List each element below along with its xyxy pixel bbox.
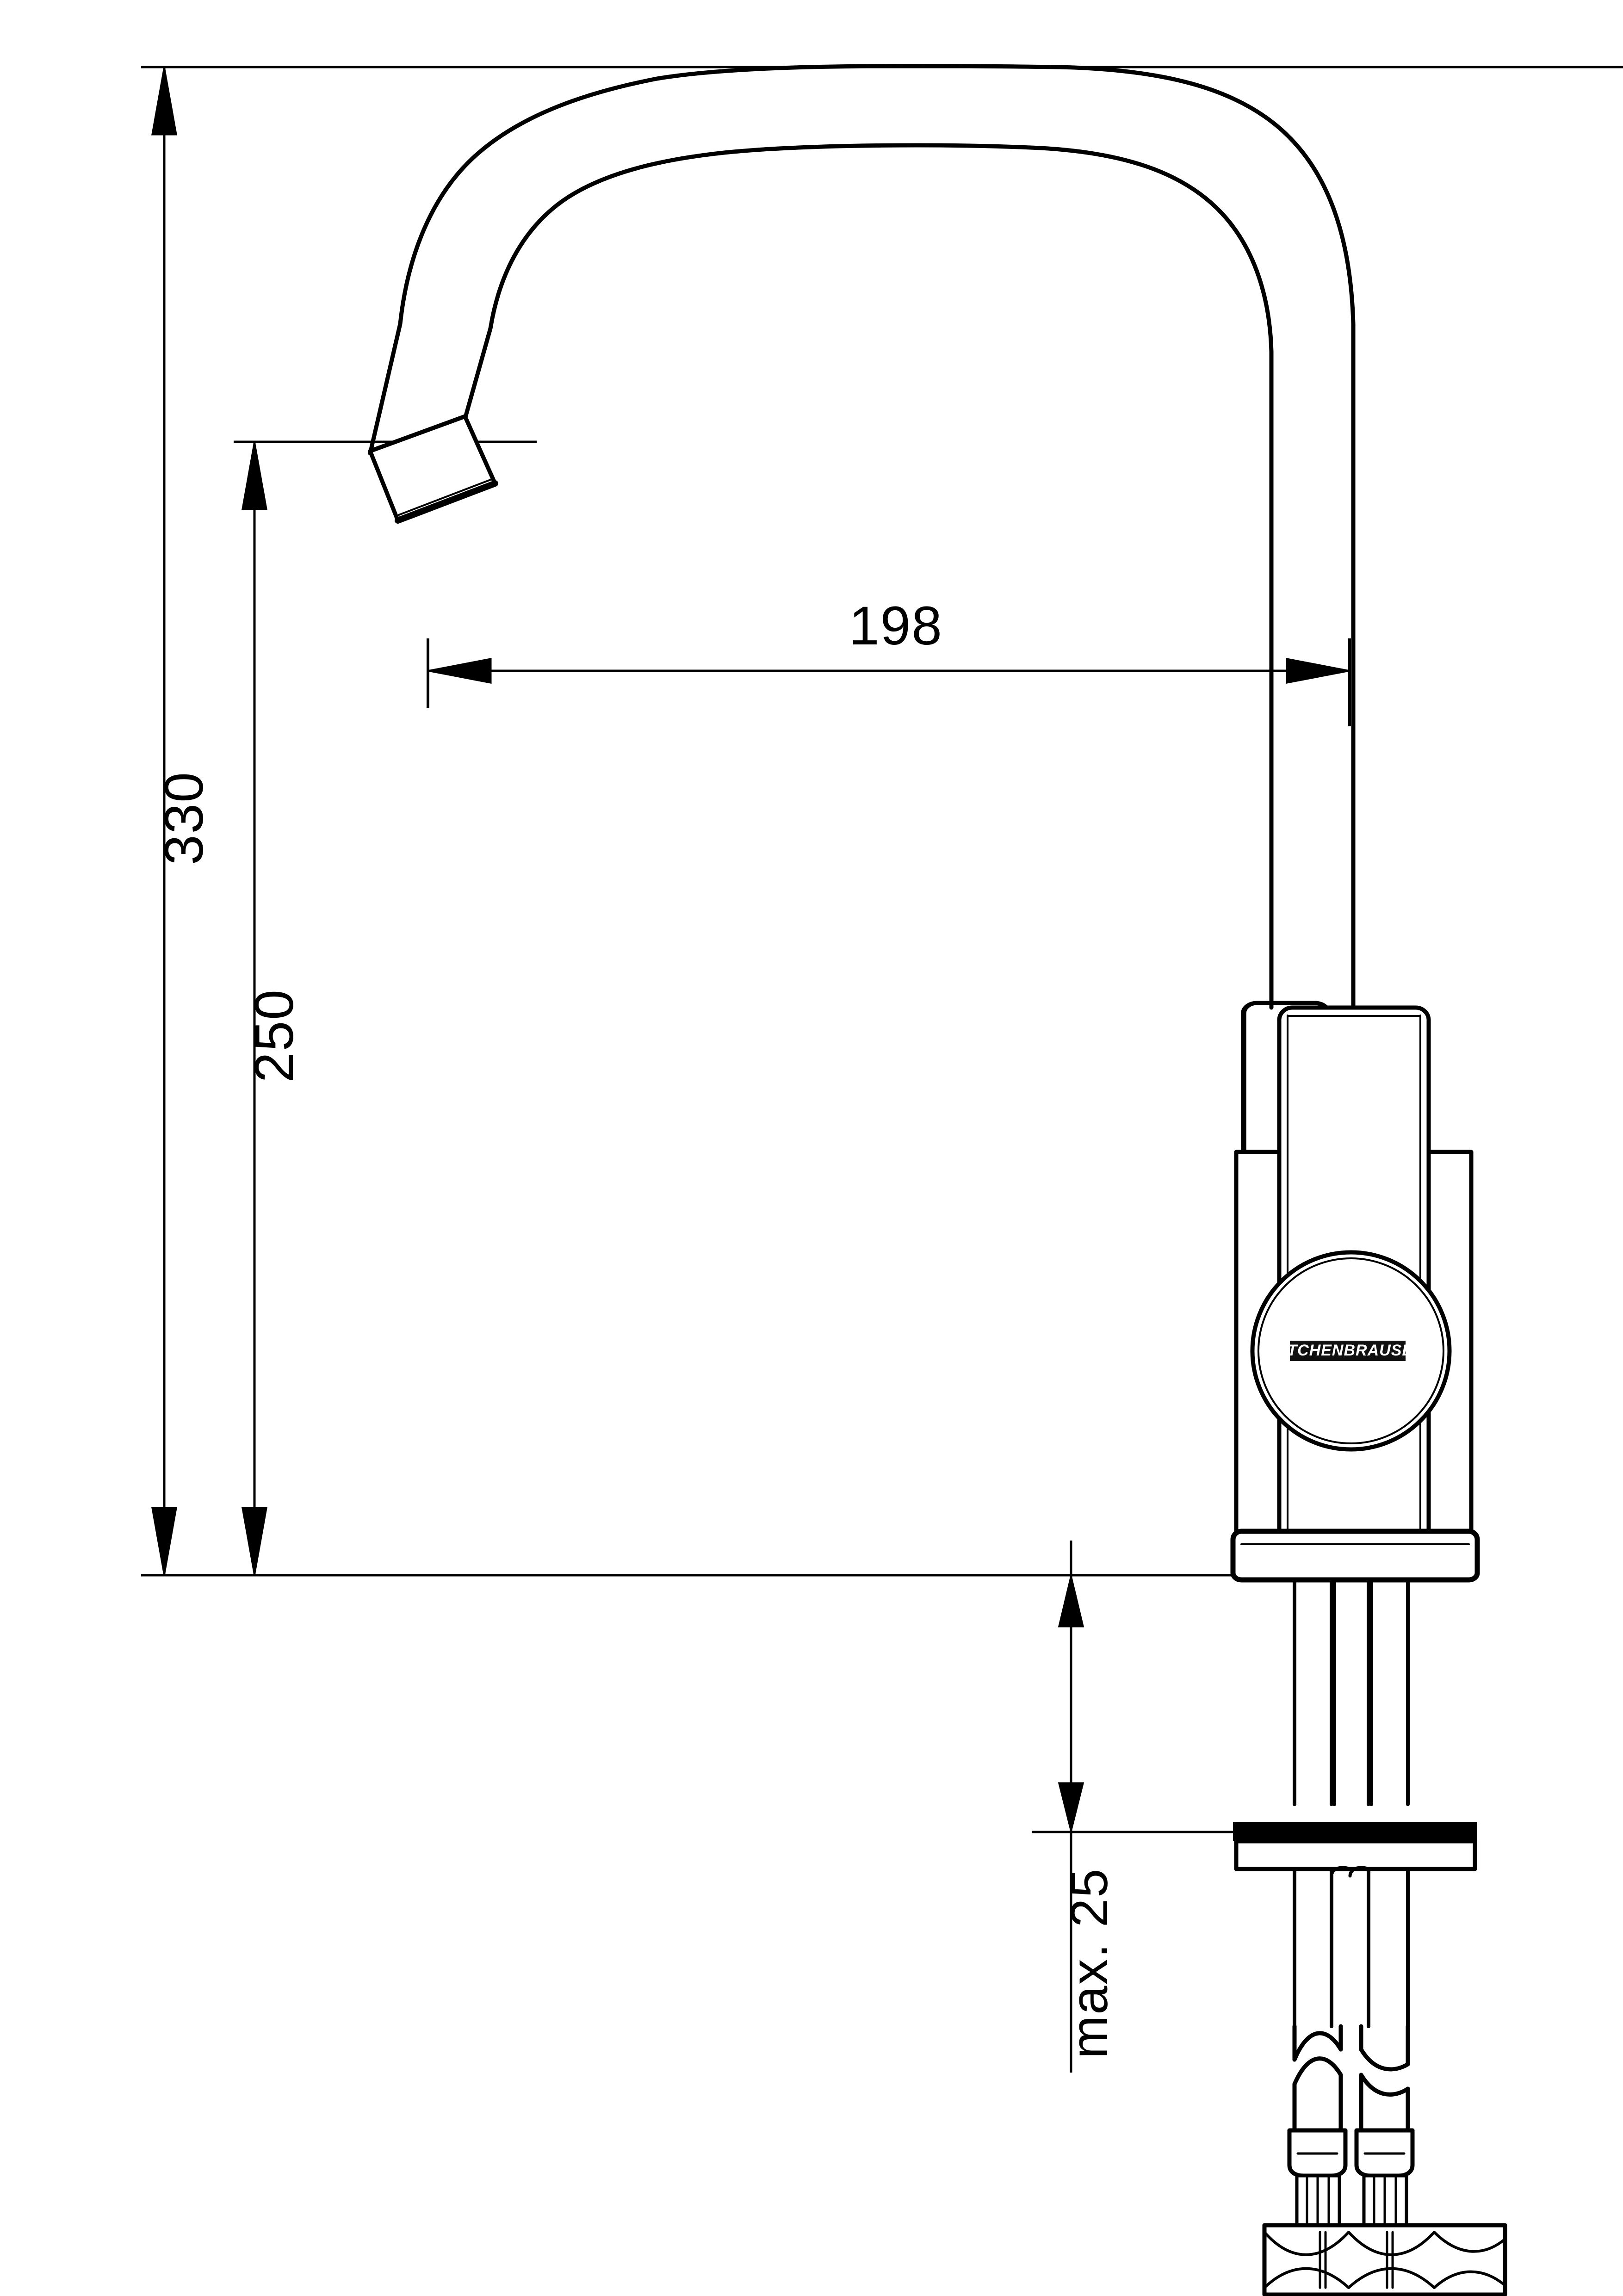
dimension-label-198: 198 [849,595,943,656]
shank-lower-cap-left [1330,1866,1352,1878]
svg-text:KITCHENBRAUSER: KITCHENBRAUSER [1270,1342,1425,1359]
mounting-plate [1234,1839,1477,1871]
arrow-250-top [242,444,267,510]
hex-coupling-nut [1262,2223,1507,2296]
spout-inner-profile [463,143,1274,1009]
dimension-label-250: 250 [244,989,305,1083]
arrow-198-left [430,657,492,684]
flexible-hose-hot [1292,2024,1343,2133]
shank-lower [1293,1867,1410,2028]
flexible-hose-cold [1359,2024,1410,2133]
hose-connector-nut-right [1354,2128,1415,2178]
arrow-max25-bottom [1058,1782,1084,1830]
dimension-label-max25: max. 25 [1060,1868,1118,2059]
arrow-max25-top [1058,1577,1084,1628]
dimension-geometry [141,66,1623,2073]
arrow-330-top [151,69,177,136]
spout-outer-profile [368,64,1356,1009]
arrow-198-right [1286,657,1348,684]
aerator-collar-line [368,414,467,453]
riser-column [1269,599,1356,1010]
countertop-gasket [1233,1822,1477,1841]
aerator-face-inner [398,477,495,516]
brand-logo: KITCHENBRAUSER [1270,1341,1425,1361]
base-flange [1230,1529,1480,1583]
arrow-330-bottom [151,1507,177,1573]
hose-connector-nut-left [1287,2128,1348,2178]
aerator-face [395,480,498,524]
threaded-shank [1293,1578,1410,1806]
lever-handle-disc-inner [1258,1257,1444,1444]
faucet-outline [368,64,1507,2296]
arrow-250-bottom [242,1507,267,1573]
dimension-label-330: 330 [154,771,215,865]
shank-lower-cap-right [1348,1866,1370,1878]
